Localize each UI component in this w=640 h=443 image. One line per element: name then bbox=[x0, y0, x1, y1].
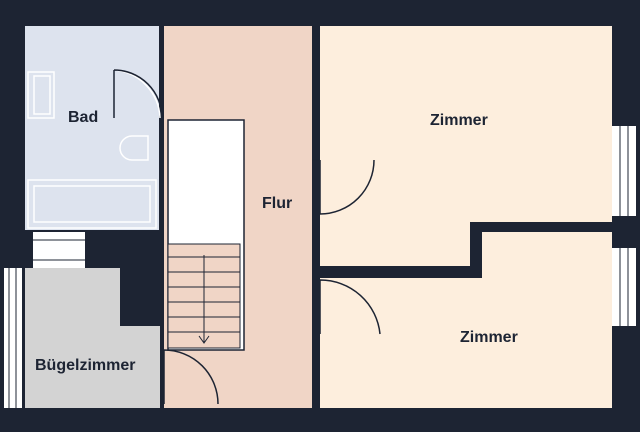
bath-fixtures bbox=[27, 69, 161, 229]
doors bbox=[113, 69, 381, 405]
room-zimmer-bottom bbox=[320, 232, 612, 408]
label-zimmer-top: Zimmer bbox=[430, 112, 488, 129]
room-zimmer-top bbox=[320, 26, 612, 266]
window-right-top bbox=[612, 126, 636, 216]
label-flur: Flur bbox=[262, 195, 292, 212]
staircase bbox=[167, 119, 245, 351]
label-bad: Bad bbox=[68, 109, 98, 126]
room-bad bbox=[25, 26, 159, 230]
window-right-bottom bbox=[612, 248, 636, 326]
window-left bbox=[4, 268, 22, 408]
label-zimmer-bottom: Zimmer bbox=[460, 329, 518, 346]
window-bath bbox=[33, 232, 85, 268]
label-buegelzimmer: Bügelzimmer bbox=[35, 357, 135, 374]
room-buegelzimmer bbox=[25, 268, 160, 408]
